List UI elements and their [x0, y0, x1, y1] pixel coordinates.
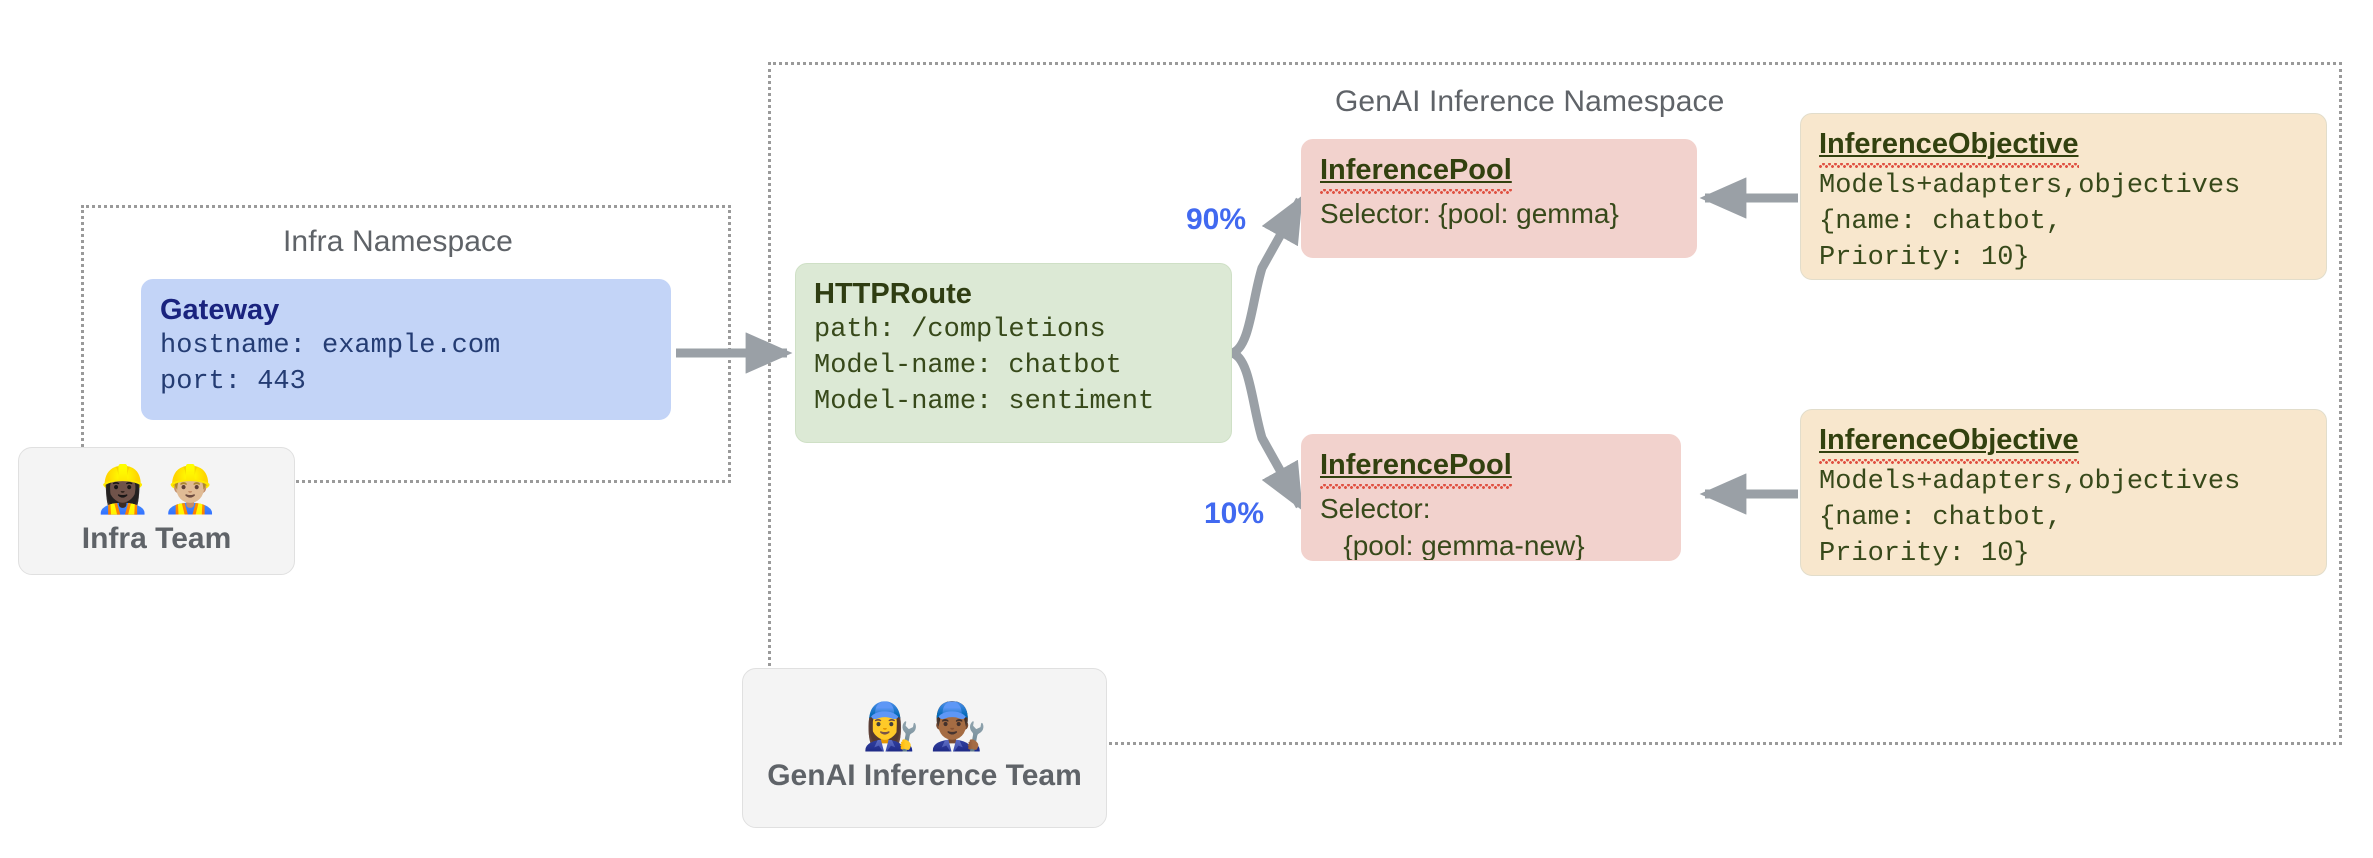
- card-inferenceobjective-2[interactable]: InferenceObjective Models+adapters,objec…: [1800, 409, 2327, 576]
- infra-team-avatars: 👷🏿‍♀️👷🏼‍♂️: [94, 462, 229, 516]
- namespace-infra: [81, 205, 731, 483]
- card-inferencepool-gemma-new-selector-value: {pool: gemma-new}: [1320, 530, 1585, 561]
- spellcheck-underline-pool-2: InferencePool: [1320, 449, 1512, 490]
- card-httproute-model-chatbot: Model-name: chatbot: [814, 350, 1122, 381]
- card-gateway[interactable]: Gateway hostname: example.com port: 443: [141, 279, 671, 420]
- card-httproute[interactable]: HTTPRoute path: /completions Model-name:…: [795, 263, 1232, 443]
- card-gateway-hostname: hostname: example.com: [160, 331, 501, 362]
- namespace-infra-title: Infra Namespace: [283, 225, 513, 258]
- card-inferencepool-gemma-new[interactable]: InferencePool Selector: {pool: gemma-new…: [1301, 434, 1681, 561]
- team-genai[interactable]: 👩‍🔧👨🏾‍🔧 GenAI Inference Team: [742, 668, 1107, 828]
- card-inferenceobjective-1-models: Models+adapters,objectives: [1819, 171, 2241, 202]
- card-httproute-title: HTTPRoute: [814, 278, 972, 310]
- infra-team-label: Infra Team: [81, 522, 232, 555]
- spellcheck-underline-objective-1: InferenceObjective: [1819, 128, 2079, 169]
- card-inferenceobjective-1-title: InferenceObjective: [1819, 128, 2079, 160]
- card-inferencepool-gemma-new-title: InferencePool: [1320, 449, 1512, 481]
- card-inferenceobjective-2-priority: Priority: 10}: [1819, 538, 2030, 569]
- card-inferencepool-gemma-new-selector: Selector:: [1320, 493, 1431, 525]
- card-httproute-path: path: /completions: [814, 315, 1106, 346]
- genai-team-avatars: 👩‍🔧👨🏾‍🔧: [862, 699, 997, 753]
- spellcheck-underline-pool-1: InferencePool: [1320, 154, 1512, 195]
- card-inferenceobjective-1-priority: Priority: 10}: [1819, 242, 2030, 273]
- card-inferencepool-gemma-selector: Selector: {pool: gemma}: [1320, 198, 1619, 230]
- namespace-genai: [768, 62, 2342, 745]
- card-inferenceobjective-2-title: InferenceObjective: [1819, 424, 2079, 456]
- edge-label-weight-90: 90%: [1186, 203, 1247, 236]
- card-inferenceobjective-2-models: Models+adapters,objectives: [1819, 467, 2241, 498]
- edge-label-weight-10: 10%: [1204, 497, 1265, 530]
- card-gateway-title: Gateway: [160, 294, 280, 326]
- card-inferenceobjective-1[interactable]: InferenceObjective Models+adapters,objec…: [1800, 113, 2327, 280]
- spellcheck-underline-objective-2: InferenceObjective: [1819, 424, 2079, 465]
- card-inferencepool-gemma-title: InferencePool: [1320, 154, 1512, 186]
- genai-team-label: GenAI Inference Team: [767, 759, 1082, 792]
- card-httproute-model-sentiment: Model-name: sentiment: [814, 386, 1155, 417]
- namespace-genai-title: GenAI Inference Namespace: [1335, 85, 1725, 118]
- team-infra[interactable]: 👷🏿‍♀️👷🏼‍♂️ Infra Team: [18, 447, 295, 575]
- card-inferencepool-gemma[interactable]: InferencePool Selector: {pool: gemma}: [1301, 139, 1697, 258]
- card-inferenceobjective-2-name: {name: chatbot,: [1819, 502, 2063, 533]
- card-inferenceobjective-1-name: {name: chatbot,: [1819, 206, 2063, 237]
- card-gateway-port: port: 443: [160, 366, 306, 397]
